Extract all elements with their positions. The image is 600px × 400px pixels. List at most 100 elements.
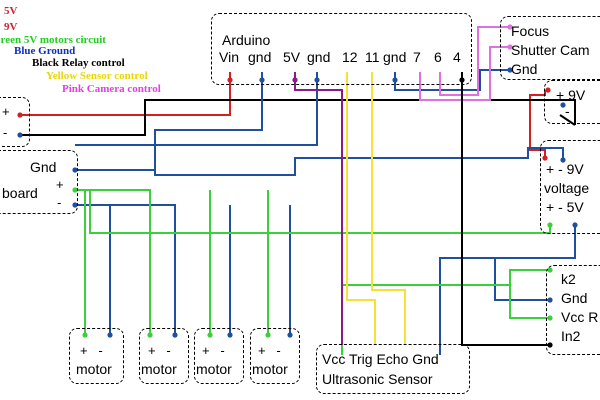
wire-blue-relay-gnd [494,258,550,301]
dot-battery-plus [17,112,23,118]
motor-1-label: motor [76,361,112,377]
arduino-box [211,13,472,85]
camera-shutter-label: Shutter Cam [511,42,590,58]
dot-board-plus [72,187,78,193]
motor-2-pins: + - [148,343,171,358]
regulator-line-3: + - 5V [546,199,584,215]
motor-1-pins: + - [80,343,103,358]
dot-reg-5v-minus [572,222,578,228]
dot-motor-2-plus [147,332,153,338]
battery-9v-plus: + 9V [556,87,586,103]
wire-5v-vin [20,72,231,116]
battery-9v-minus: - [565,103,570,119]
board-minus-label: - [57,195,62,210]
battery-9v-box [544,80,600,124]
wire-green-relay-k2 [509,269,550,319]
dot-motor-4-minus [287,332,293,338]
wire-green-board-plus [75,189,151,335]
dot-relay-in2 [547,342,553,348]
wire-blue-to-sensor-gnd [439,225,576,355]
arduino-pin-12: 12 [342,49,358,65]
dot-battery-minus [17,132,23,138]
dot-reg-minus [560,157,566,163]
wire-green-regulator-5v [75,189,551,234]
regulator-line-1: + - 9V [546,161,584,177]
camera-gnd-label: Gnd [511,61,538,77]
dot-motor-1-plus [82,332,88,338]
motor-3-label: motor [196,361,232,377]
sensor-pins-label: Vcc Trig Echo Gnd [322,351,439,367]
motor-4-pins: + - [258,343,281,358]
board-gnd-label: Gnd [30,159,57,175]
legend-blue: Blue Ground [14,45,76,57]
dot-arduino-gnd-1 [259,77,265,83]
motor-3-pins: + - [202,343,225,358]
motor-board-box [0,150,78,214]
legend-black: Black Relay control [32,57,125,69]
left-battery-plus: + [2,104,10,119]
dot-arduino-gnd-3 [392,77,398,83]
motor-box-4 [250,328,300,384]
board-name-label: board [2,185,38,201]
legend-5v: 5V [4,5,18,17]
dot-motor-2-minus [172,332,178,338]
motor-box-3 [194,328,244,384]
wire-blue-board-ground [75,204,176,335]
dot-board-gnd [72,167,78,173]
sensor-box [316,344,470,394]
wire-yellow-echo [371,72,406,345]
legend-yellow: Yellow Sensor control [46,70,148,82]
dot-9v-minus [560,102,566,108]
dot-camera-gnd [507,67,513,73]
sensor-name-label: Ultrasonic Sensor [322,371,433,387]
relay-gnd-label: Gnd [561,290,588,306]
arduino-pin-gnd-1: gnd [248,49,272,65]
arduino-title: Arduino [222,32,271,48]
motor-2-label: motor [141,361,177,377]
dot-reg-5v-plus [547,222,553,228]
relay-box [546,265,600,355]
dot-arduino-5v [292,77,298,83]
dot-reg-plus [542,155,548,161]
board-plus-label: + [56,177,64,192]
left-battery-box [0,97,30,147]
dot-relay-vcc [547,315,553,321]
camera-focus-label: Focus [511,23,550,39]
dot-motor-1-minus [107,332,113,338]
arduino-pin-6: 6 [434,49,442,65]
wire-blue-arduino-gnd-2 [75,72,318,146]
legend-green: Green 5V motors circuit [0,34,106,46]
motor-box-1 [69,328,124,384]
wire-blue-regulator-minus [154,147,564,176]
arduino-pin-4: 4 [453,49,461,65]
left-battery-minus: - [3,125,8,140]
dot-9v-plus [545,87,551,93]
arduino-pin-7: 7 [413,49,421,65]
legend-pink: Pink Camera control [62,83,161,95]
dot-vin [227,77,233,83]
wire-black-battery-minus [20,99,576,136]
arduino-pin-11: 11 [365,49,380,65]
regulator-line-2: voltage [544,180,590,196]
dot-arduino-gnd-2 [314,77,320,83]
wire-yellow-trig [346,72,376,345]
relay-k2-label: k2 [561,271,576,287]
arduino-pin-vin: Vin [219,49,239,65]
dot-camera-shutter [507,44,513,50]
dot-camera-focus [507,24,513,30]
wire-purple-5v [294,72,343,345]
dot-motor-3-plus [207,332,213,338]
wire-pink-focus [439,26,510,96]
arduino-pin-gnd-2: gnd [307,49,331,65]
legend-9v: 9V [4,21,18,33]
wire-9v-to-regulator [529,90,546,160]
dot-motor-4-plus [265,332,271,338]
regulator-box [540,140,600,234]
wire-black-relay-in2 [461,72,550,346]
wire-pink-shutter [419,46,510,101]
dot-motor-3-minus [227,332,233,338]
dot-arduino-4 [459,77,465,83]
dot-relay-gnd [547,297,553,303]
motor-box-2 [139,328,189,384]
relay-in2-label: In2 [561,328,581,344]
